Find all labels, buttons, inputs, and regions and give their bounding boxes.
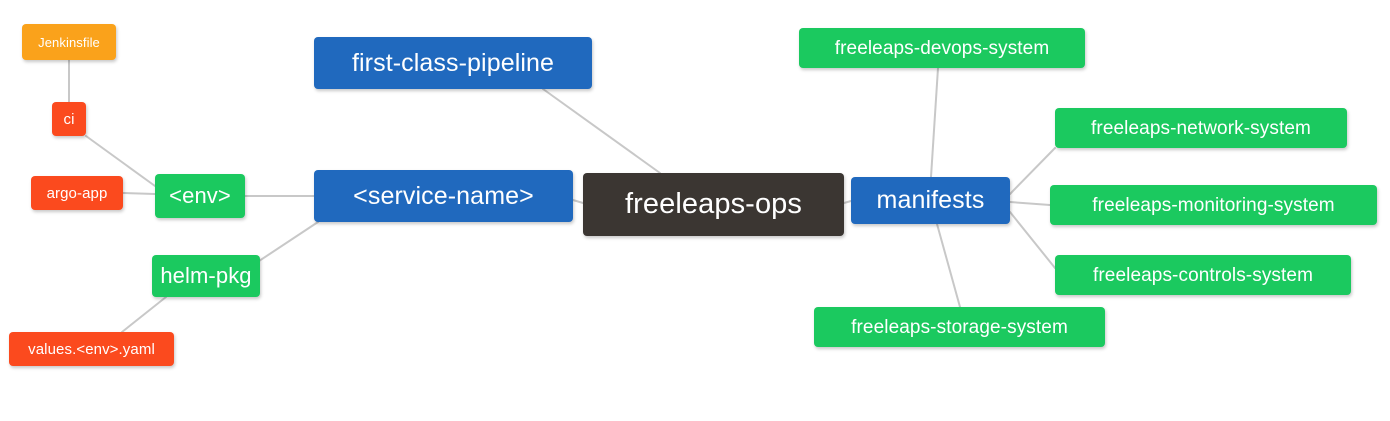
node-label: manifests (876, 186, 985, 214)
mindmap-node-controls-sys[interactable]: freeleaps-controls-system (1055, 255, 1351, 295)
edge-first-class-to-root (542, 88, 661, 174)
edge-manifests-to-monitoring-sys (1009, 201, 1051, 206)
mindmap-node-ci[interactable]: ci (52, 102, 86, 136)
mindmap-node-first-class[interactable]: first-class-pipeline (314, 37, 592, 89)
node-label: freeleaps-monitoring-system (1092, 194, 1335, 216)
node-label: freeleaps-controls-system (1092, 264, 1314, 286)
mindmap-node-values-yaml[interactable]: values.<env>.yaml (9, 332, 174, 366)
mindmap-node-jenkinsfile[interactable]: Jenkinsfile (22, 24, 116, 60)
mindmap-node-argo-app[interactable]: argo-app (31, 176, 123, 210)
node-label: freeleaps-devops-system (834, 37, 1050, 59)
node-label: <env> (169, 183, 231, 208)
node-label: freeleaps-storage-system (851, 316, 1068, 338)
edge-manifests-to-network-sys (1009, 147, 1056, 195)
mindmap-node-helm-pkg[interactable]: helm-pkg (152, 255, 260, 297)
node-label: freeleaps-network-system (1091, 117, 1311, 139)
edge-root-to-manifests (843, 200, 852, 204)
mindmap-node-service-name[interactable]: <service-name> (314, 170, 573, 222)
edge-argo-app-to-env (122, 192, 156, 195)
edge-manifests-to-storage-sys (936, 223, 961, 308)
mindmap-node-manifests[interactable]: manifests (851, 177, 1010, 224)
node-label: helm-pkg (160, 263, 252, 288)
mindmap-node-storage-sys[interactable]: freeleaps-storage-system (814, 307, 1105, 347)
mindmap-node-root[interactable]: freeleaps-ops (583, 173, 844, 236)
node-label: first-class-pipeline (351, 48, 555, 77)
edge-manifests-to-controls-sys (1009, 211, 1056, 269)
node-label: values.<env>.yaml (28, 340, 155, 358)
edge-service-name-to-helm-pkg (249, 221, 319, 268)
mindmap-node-monitoring-sys[interactable]: freeleaps-monitoring-system (1050, 185, 1377, 225)
mindmap-node-env[interactable]: <env> (155, 174, 245, 218)
node-label: argo-app (46, 184, 108, 202)
node-label: ci (63, 110, 75, 128)
mindmap-node-devops-sys[interactable]: freeleaps-devops-system (799, 28, 1085, 68)
mindmap-node-network-sys[interactable]: freeleaps-network-system (1055, 108, 1347, 148)
node-label: Jenkinsfile (38, 34, 100, 50)
edge-service-name-to-root (572, 199, 584, 204)
node-label: freeleaps-ops (624, 188, 802, 220)
edge-manifests-to-devops-sys (930, 67, 939, 178)
edge-helm-pkg-to-values-yaml (121, 296, 167, 333)
node-label: <service-name> (353, 181, 534, 210)
